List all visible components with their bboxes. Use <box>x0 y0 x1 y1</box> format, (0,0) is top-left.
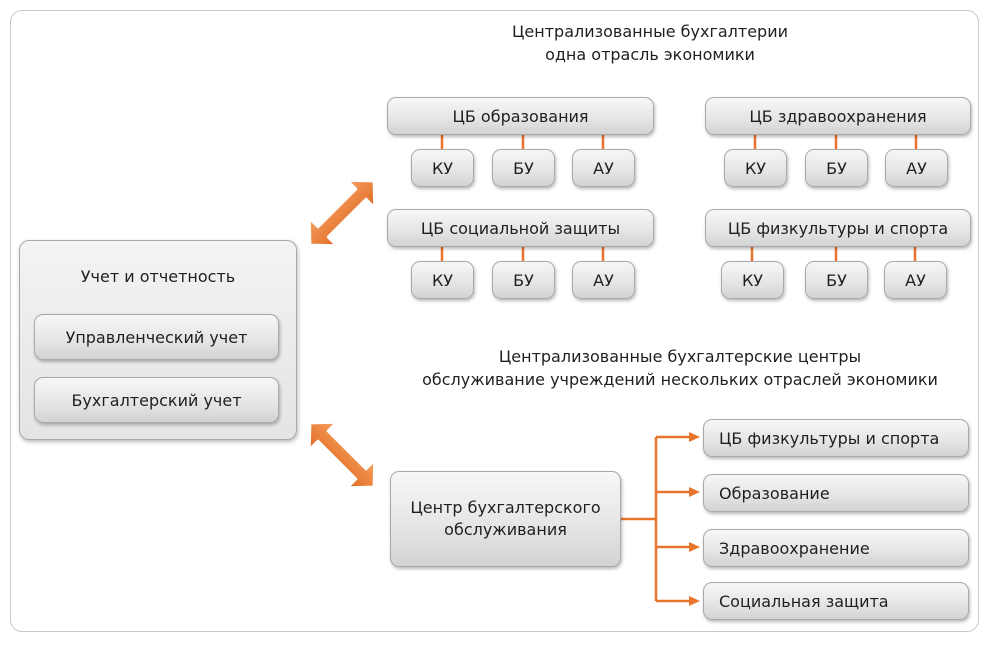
target-social-box: Социальная защита <box>703 582 969 620</box>
double-arrow-bottom <box>308 421 376 489</box>
cb-healthcare-ku-box: КУ <box>724 149 787 187</box>
cb-healthcare-au-box: АУ <box>885 149 948 187</box>
double-arrow-top <box>308 179 376 247</box>
cb-sports-bu-box: БУ <box>805 261 868 299</box>
bookkeeping-box: Бухгалтерский учет <box>34 377 279 423</box>
service-center-line2: обслуживания <box>444 520 567 539</box>
cb-healthcare-box: ЦБ здравоохранения <box>705 97 971 135</box>
bottom-heading: Централизованные бухгалтерские центры об… <box>380 345 980 391</box>
bottom-heading-line1: Централизованные бухгалтерские центры <box>498 347 862 366</box>
top-heading-line2: одна отрасль экономики <box>545 45 755 64</box>
cb-social-box: ЦБ социальной защиты <box>387 209 654 247</box>
cb-healthcare-bu-box: БУ <box>805 149 868 187</box>
cb-sports-ku-box: КУ <box>721 261 784 299</box>
cb-social-ku-box: КУ <box>411 261 474 299</box>
cb-sports-box: ЦБ физкультуры и спорта <box>705 209 971 247</box>
target-healthcare-box: Здравоохранение <box>703 529 969 567</box>
top-heading-line1: Централизованные бухгалтерии <box>511 22 788 41</box>
management-accounting-box: Управленческий учет <box>34 314 279 360</box>
cb-sports-au-box: АУ <box>884 261 947 299</box>
service-tree <box>620 435 691 603</box>
bottom-heading-line2: обслуживание учреждений нескольких отрас… <box>422 370 938 389</box>
target-education-box: Образование <box>703 474 969 512</box>
cb-social-au-box: АУ <box>572 261 635 299</box>
cb-education-au-box: АУ <box>572 149 635 187</box>
target-sports-box: ЦБ физкультуры и спорта <box>703 419 969 457</box>
cb-education-bu-box: БУ <box>492 149 555 187</box>
cb-connectors <box>440 134 918 262</box>
service-center-line1: Центр бухгалтерского <box>410 498 601 517</box>
cb-social-bu-box: БУ <box>492 261 555 299</box>
cb-education-ku-box: КУ <box>411 149 474 187</box>
service-arrowheads <box>689 432 700 606</box>
top-heading: Централизованные бухгалтерии одна отрасл… <box>470 20 830 66</box>
cb-education-box: ЦБ образования <box>387 97 654 135</box>
accounting-panel-title: Учет и отчетность <box>80 267 236 286</box>
service-center-box: Центр бухгалтерского обслуживания <box>390 471 621 567</box>
